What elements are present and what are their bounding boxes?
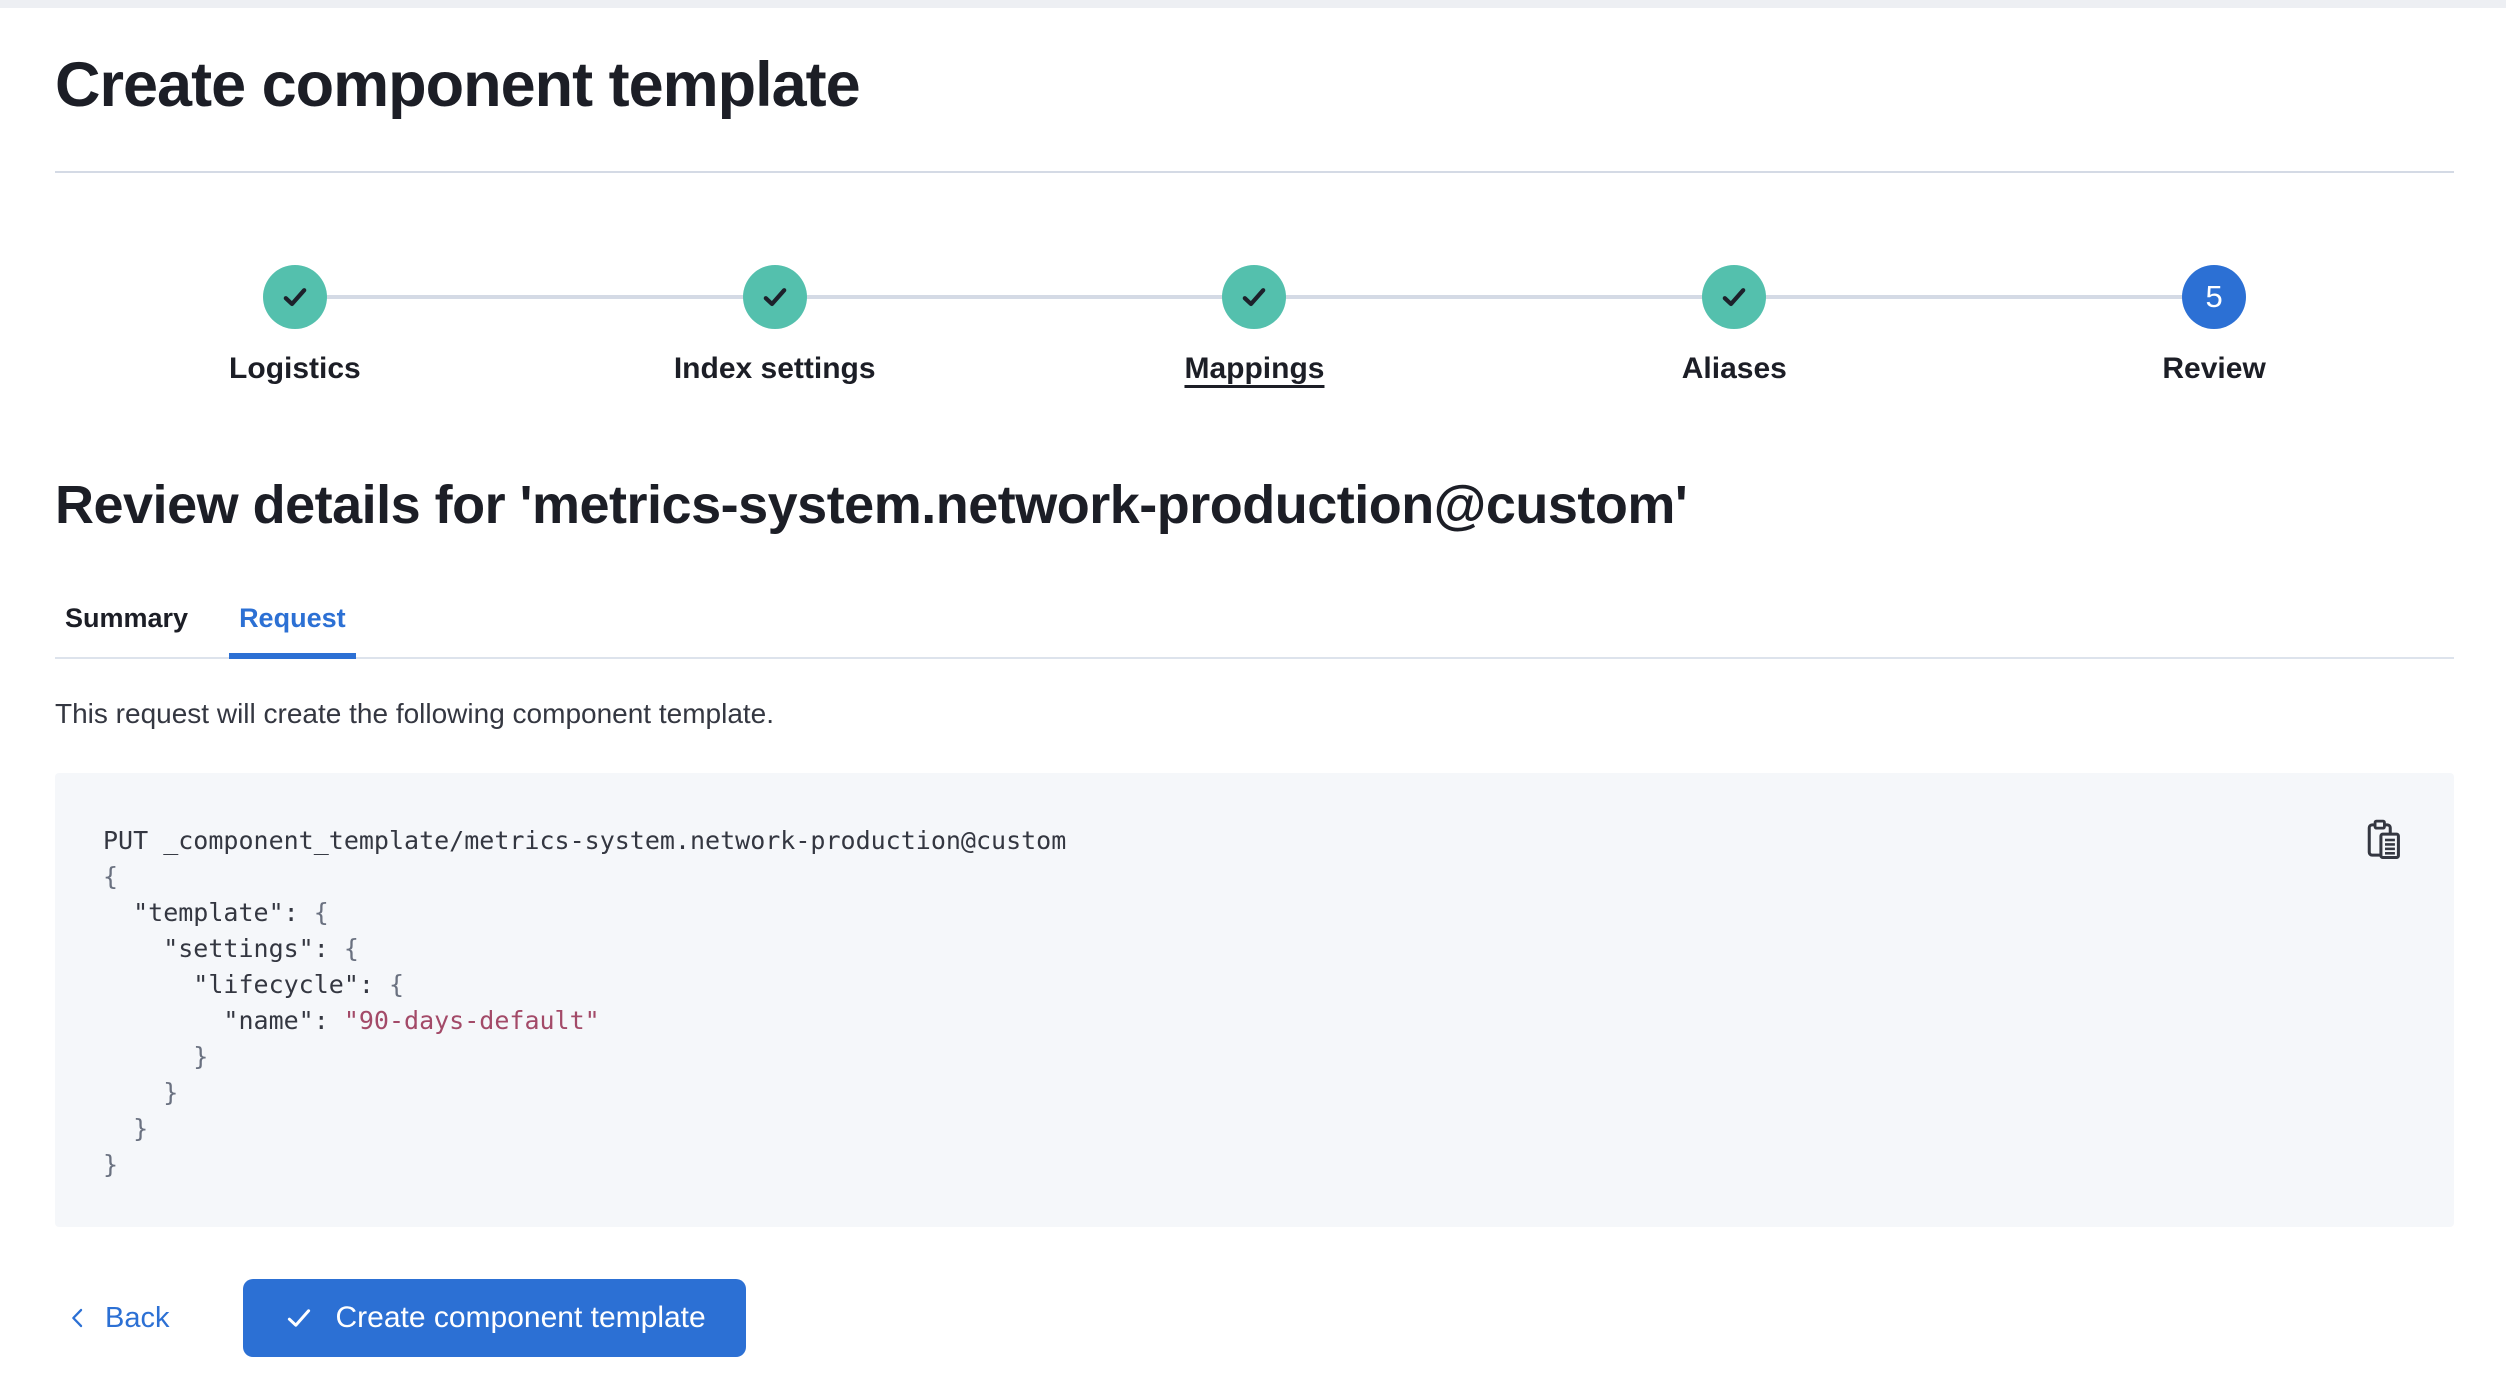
code-line: } [103, 1078, 179, 1108]
code-lines: PUT _component_template/metrics-system.n… [103, 823, 2406, 1183]
copy-button[interactable] [2366, 819, 2404, 861]
code-line: "settings": { [103, 934, 359, 964]
page-title: Create component template [55, 50, 861, 120]
check-icon [279, 281, 311, 313]
tab-summary[interactable]: Summary [55, 602, 198, 660]
top-edge-strip [0, 0, 2506, 8]
step-circle [1222, 264, 1287, 329]
step-circle: 5 [2182, 264, 2247, 329]
review-heading: Review details for 'metrics-system.netwo… [55, 474, 1688, 535]
step-number: 5 [2205, 278, 2223, 314]
back-button[interactable]: Back [55, 1302, 181, 1335]
step-index-settings[interactable]: Index settings [535, 264, 1015, 387]
code-line: } [103, 1150, 119, 1180]
request-code-block: PUT _component_template/metrics-system.n… [55, 773, 2454, 1228]
code-line: "lifecycle": { [103, 970, 405, 1000]
step-circle [742, 264, 807, 329]
code-line: "name": "90-days-default" [103, 1006, 600, 1036]
tab-request[interactable]: Request [229, 602, 356, 660]
code-line: } [103, 1042, 209, 1072]
create-component-template-button[interactable]: Create component template [243, 1279, 746, 1358]
footer-actions: Back Create component template [55, 1279, 2454, 1358]
step-label: Aliases [1681, 351, 1787, 385]
step-circle [262, 264, 327, 329]
step-aliases[interactable]: Aliases [1494, 264, 1974, 387]
code-line: PUT _component_template/metrics-system.n… [103, 826, 1067, 856]
step-circle [1702, 264, 1767, 329]
step-logistics[interactable]: Logistics [55, 264, 535, 387]
step-mappings[interactable]: Mappings [1015, 264, 1495, 387]
title-divider [55, 170, 2454, 173]
tab-bar: Summary Request [55, 602, 2454, 660]
check-icon [759, 281, 791, 313]
create-button-label: Create component template [335, 1301, 706, 1335]
request-description: This request will create the following c… [55, 698, 775, 730]
step-label: Review [2162, 351, 2266, 385]
step-label: Mappings [1184, 351, 1325, 385]
step-label: Logistics [229, 351, 361, 385]
step-label: Index settings [673, 351, 876, 385]
code-line: "template": { [103, 898, 329, 928]
check-icon [283, 1302, 315, 1334]
back-label: Back [105, 1301, 170, 1334]
copy-clipboard-icon [2366, 819, 2404, 861]
code-line: { [103, 862, 119, 892]
check-icon [1718, 281, 1750, 313]
code-line: } [103, 1114, 149, 1144]
chevron-left-icon [67, 1303, 89, 1333]
page-content: Create component template Logistics Index… [55, 46, 2454, 1358]
check-icon [1238, 281, 1270, 313]
